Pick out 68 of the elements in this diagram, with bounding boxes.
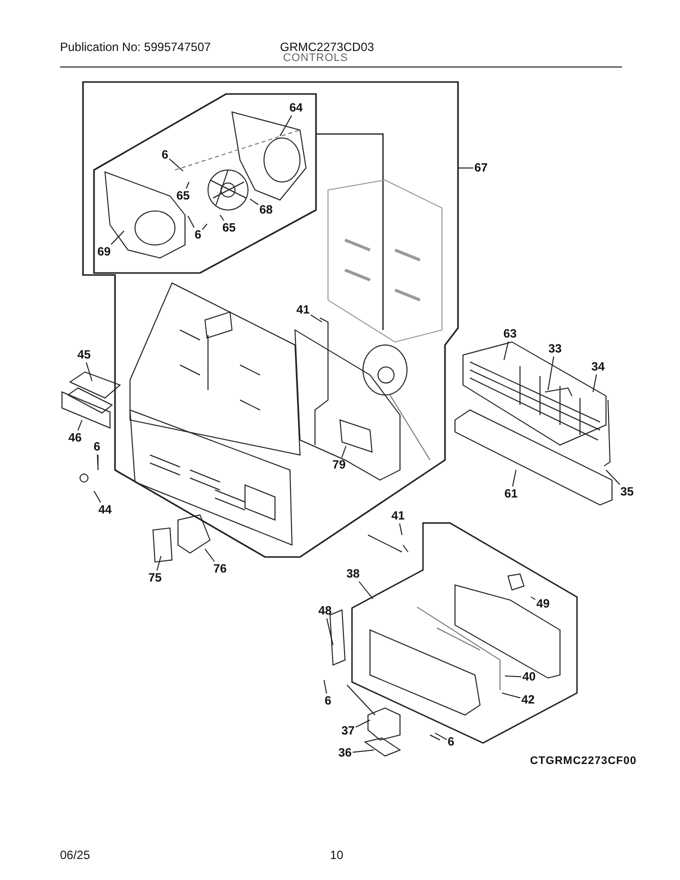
leader-line (592, 374, 597, 392)
callout-number: 6 (194, 228, 202, 242)
callout-number: 68 (259, 204, 273, 216)
callout-number: 35 (620, 486, 634, 498)
callout-number: 6 (162, 148, 168, 162)
callout-number: 67 (474, 162, 488, 174)
leader-line (77, 420, 82, 431)
leader-line (186, 182, 190, 189)
callout-number: 41 (391, 510, 405, 522)
leader-line (434, 732, 448, 740)
leader-line (168, 158, 184, 172)
leader-line (504, 676, 522, 678)
callout-number: 49 (536, 598, 550, 610)
leader-line (188, 216, 195, 228)
leader-line (606, 470, 620, 485)
leader-line (399, 523, 402, 536)
callout-number: 46 (68, 432, 82, 444)
callout-number: 45 (77, 348, 91, 362)
leader-line (204, 548, 215, 562)
callout-number: 44 (98, 504, 112, 516)
leader-line (512, 470, 516, 487)
callout-number: 6 (448, 736, 454, 748)
callout-number: 61 (504, 488, 518, 500)
leader-line (326, 618, 334, 646)
leader-line (86, 362, 92, 382)
callout-number: 40 (522, 670, 536, 684)
callout-number: 64 (289, 102, 303, 114)
callout-number: 76 (213, 562, 227, 576)
section-title: CONTROLS (283, 52, 348, 64)
leader-line (358, 581, 374, 600)
callout-number: 36 (338, 746, 352, 760)
leader-line (324, 680, 328, 694)
callout-number: 38 (346, 568, 360, 580)
leader-line (341, 446, 346, 458)
leader-line (310, 314, 322, 322)
callout-number: 69 (97, 246, 111, 258)
leader-line (530, 596, 536, 600)
callout-number: 41 (296, 304, 310, 316)
callout-number: 75 (148, 572, 162, 584)
leader-line (156, 556, 162, 571)
leader-line (110, 230, 124, 245)
drawing-code: CTGRMC2273CF00 (530, 755, 637, 767)
leader-line (504, 341, 509, 360)
leader-line (352, 750, 374, 753)
callout-number: 37 (341, 724, 355, 738)
leader-line (96, 454, 98, 468)
callout-number: 65 (176, 190, 190, 202)
leader-line (250, 198, 259, 206)
callout-number: 42 (521, 694, 535, 706)
page-number: 10 (330, 848, 344, 862)
leader-line (548, 356, 554, 390)
callout-number: 65 (222, 222, 236, 234)
leader-line (220, 214, 224, 221)
leader-line (94, 490, 102, 503)
publication-number: Publication No: 5995747507 (60, 40, 211, 54)
model-number: GRMC2273CD03 (280, 40, 374, 54)
page-date: 06/25 (60, 848, 90, 862)
callout-number: 6 (324, 694, 332, 708)
callout-number: 63 (503, 328, 517, 340)
leader-line (202, 224, 208, 230)
callout-number: 34 (591, 360, 605, 374)
leader-line (355, 720, 370, 728)
callout-number: 79 (332, 458, 346, 472)
callout-number: 33 (548, 342, 562, 356)
callout-number: 48 (318, 604, 332, 618)
leader-line (502, 692, 521, 698)
callout-number: 6 (94, 440, 100, 454)
leader-line (280, 115, 292, 136)
